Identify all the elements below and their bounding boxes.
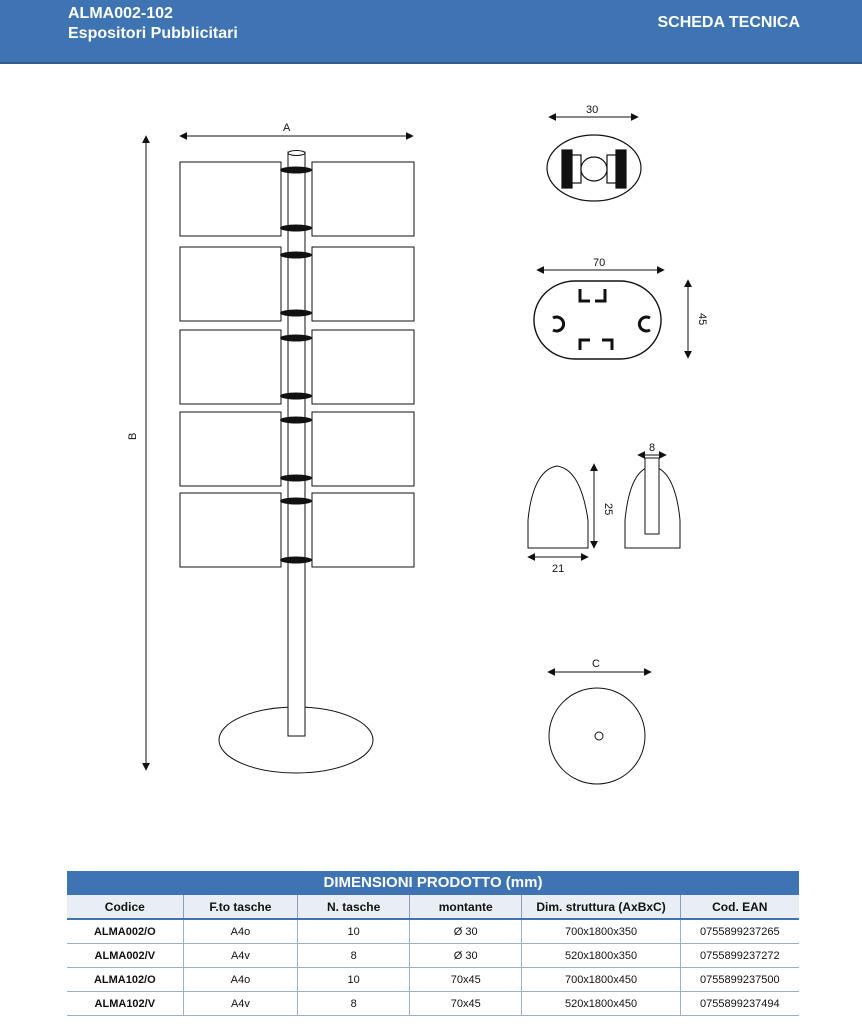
dimension-c-label: C: [592, 658, 600, 670]
pocket-clips: [280, 166, 312, 564]
clip-height-label: 25: [602, 503, 614, 515]
cell-pole: Ø 30: [409, 943, 523, 968]
profile-oval-height-label: 45: [696, 313, 708, 325]
product-subtitle: Espositori Pubblicitari: [68, 25, 238, 42]
clip-side-view: [624, 457, 681, 549]
table-row: ALMA002/O A4o 10 Ø 30 700x1800x350 07558…: [67, 919, 799, 944]
cell-code: ALMA102/V: [67, 991, 184, 1016]
col-header-montante: montante: [409, 895, 523, 920]
technical-drawing: A B 30: [127, 104, 708, 785]
clip-front-view: [527, 465, 589, 549]
table-row: ALMA102/V A4v 8 70x45 520x1800x450 07558…: [67, 991, 799, 1016]
cell-format: A4o: [183, 919, 299, 944]
table-header-row: Codice F.to tasche N. tasche montante Di…: [67, 895, 799, 920]
cell-dimensions: 700x1800x350: [521, 919, 681, 944]
col-header-dimensioni: Dim. struttura (AxBxC): [521, 895, 681, 920]
cell-pole: 70x45: [409, 967, 523, 992]
cell-format: A4v: [183, 943, 299, 968]
col-header-n-tasche: N. tasche: [297, 895, 410, 920]
cell-pockets: 10: [297, 967, 410, 992]
base-center-hole: [594, 731, 604, 741]
table-row: ALMA002/V A4v 8 Ø 30 520x1800x350 075589…: [67, 943, 799, 968]
col-header-codice: Codice: [67, 895, 184, 920]
header-bar: ALMA002-102 Espositori Pubblicitari SCHE…: [0, 0, 862, 64]
col-header-ean: Cod. EAN: [680, 895, 799, 920]
cell-dimensions: 700x1800x450: [521, 967, 681, 992]
cell-dimensions: 520x1800x350: [521, 943, 681, 968]
clip-width-label: 21: [552, 563, 564, 575]
cell-pole: Ø 30: [409, 919, 523, 944]
table-caption: DIMENSIONI PRODOTTO (mm): [67, 871, 799, 895]
dimensions-table: Codice F.to tasche N. tasche montante Di…: [67, 895, 799, 1016]
cell-ean: 0755899237494: [680, 991, 799, 1016]
cell-pockets: 8: [297, 991, 410, 1016]
cell-pole: 70x45: [409, 991, 523, 1016]
cell-ean: 0755899237500: [680, 967, 799, 992]
datasheet-label: SCHEDA TECNICA: [657, 14, 800, 31]
cell-ean: 0755899237265: [680, 919, 799, 944]
cell-code: ALMA002/O: [67, 919, 184, 944]
cell-code: ALMA002/V: [67, 943, 184, 968]
dimension-a-label: A: [283, 122, 291, 134]
profile-oval-width-label: 70: [593, 257, 605, 269]
cell-pockets: 10: [297, 919, 410, 944]
pockets-right: [311, 161, 415, 568]
profile-round: [546, 134, 642, 202]
dimensions-table-section: DIMENSIONI PRODOTTO (mm) Codice F.to tas…: [67, 871, 799, 1016]
col-header-formato: F.to tasche: [183, 895, 299, 920]
dimension-b-label: B: [127, 433, 139, 440]
cell-pockets: 8: [297, 943, 410, 968]
cell-ean: 0755899237272: [680, 943, 799, 968]
cell-format: A4v: [183, 991, 299, 1016]
table-row: ALMA102/O A4o 10 70x45 700x1800x450 0755…: [67, 967, 799, 992]
cell-format: A4o: [183, 967, 299, 992]
profile-round-dim-label: 30: [586, 104, 598, 116]
stand-pole: [287, 151, 306, 737]
cell-code: ALMA102/O: [67, 967, 184, 992]
product-code-title: ALMA002-102: [68, 5, 173, 22]
profile-oval: [533, 280, 662, 360]
clip-slot-label: 8: [649, 442, 655, 454]
cell-dimensions: 520x1800x450: [521, 991, 681, 1016]
pockets-left: [179, 161, 282, 568]
